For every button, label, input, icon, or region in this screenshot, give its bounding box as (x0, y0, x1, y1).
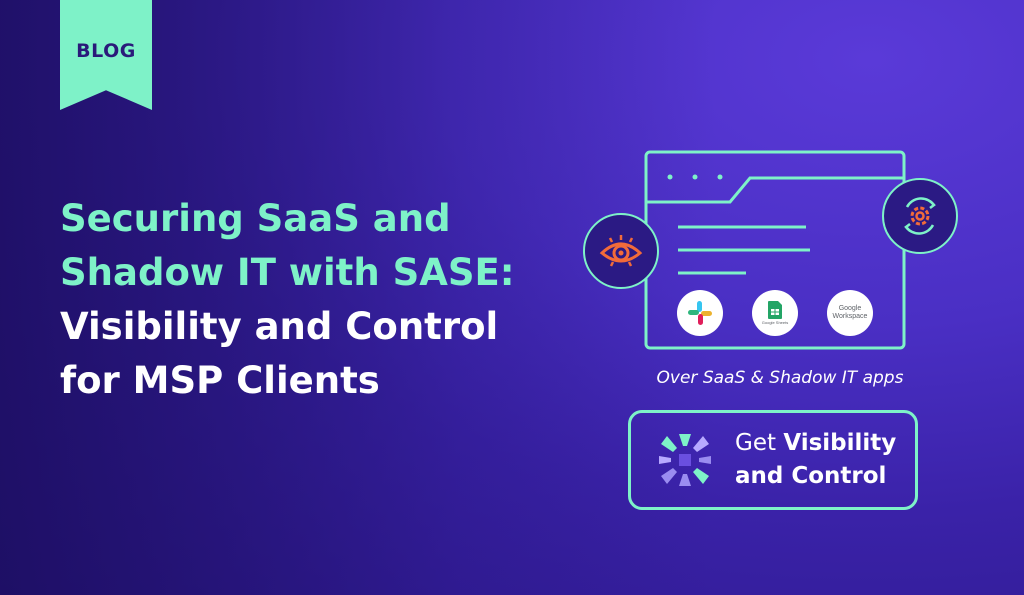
window-dot-icon (717, 174, 723, 180)
eye-badge (583, 213, 659, 289)
cta-bold-2: and Control (735, 463, 887, 489)
cta-label: Get Visibility and Control (735, 427, 896, 493)
gear-sync-icon (904, 197, 936, 235)
google-sheets-label: Google Sheets (761, 320, 789, 325)
google-workspace-label-1: Google (838, 305, 862, 312)
window-dot-icon (692, 174, 698, 180)
get-visibility-button[interactable]: Get Visibility and Control (628, 410, 918, 510)
illustration-caption: Over SaaS & Shadow IT apps (656, 368, 904, 388)
page-title: Securing SaaS and Shadow IT with SASE: V… (60, 192, 560, 408)
gear-sync-badge (882, 178, 958, 254)
eye-icon (599, 235, 643, 267)
slack-logo-icon (677, 290, 723, 336)
google-sheets-logo-icon: Google Sheets (752, 290, 798, 336)
ribbon-label: BLOG (76, 40, 136, 62)
google-workspace-logo-icon: Google Workspace (827, 290, 873, 336)
cta-prefix: Get (735, 430, 784, 456)
title-line-2: Shadow IT with SASE: (60, 251, 515, 294)
brand-asterisk-icon (659, 434, 711, 486)
title-line-1: Securing SaaS and (60, 197, 451, 240)
cta-bold-1: Visibility (783, 430, 897, 456)
title-line-4: for MSP Clients (60, 359, 380, 402)
window-dot-icon (667, 174, 673, 180)
google-workspace-label-2: Workspace (832, 313, 868, 320)
title-line-3: Visibility and Control (60, 305, 499, 348)
